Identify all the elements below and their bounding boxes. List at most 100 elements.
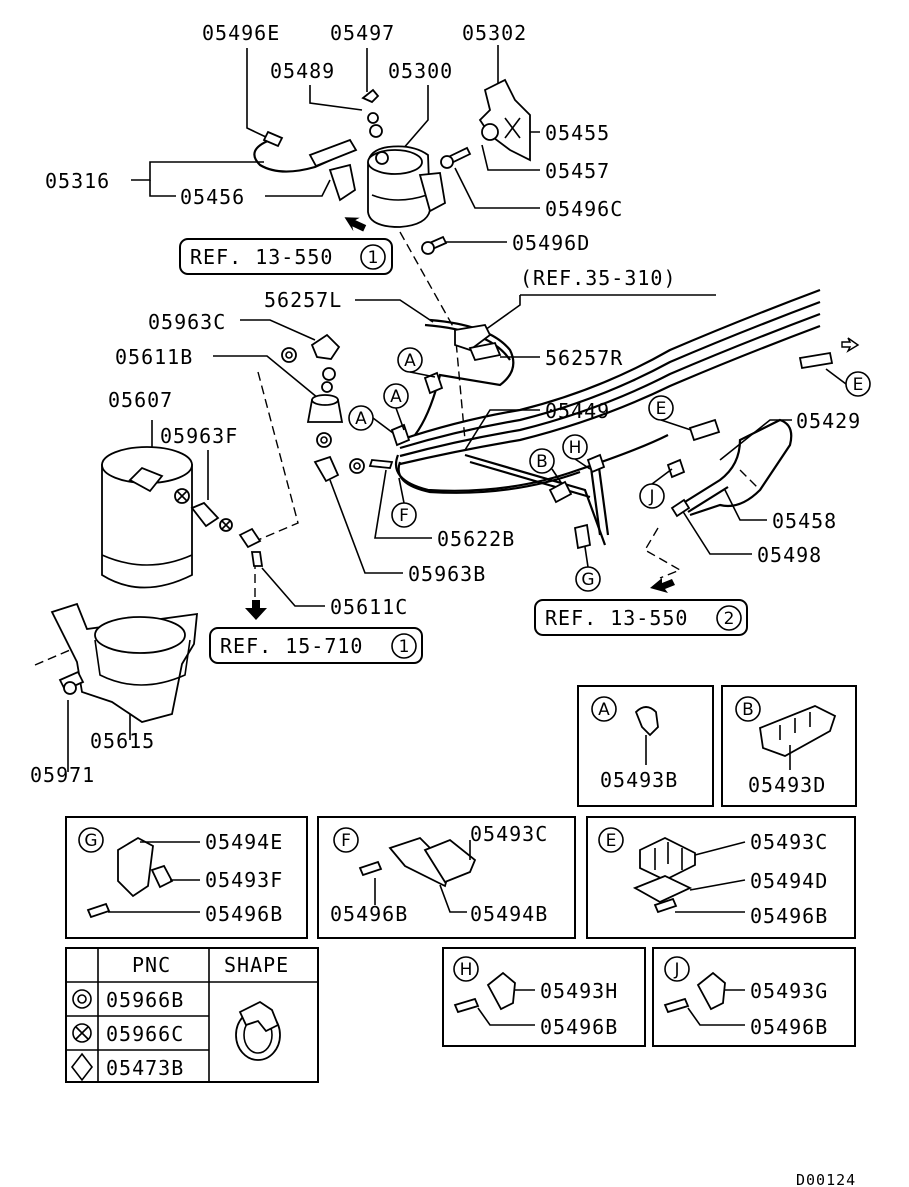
callout-05611B: 05611B [115,345,193,369]
callout-05302: 05302 [462,21,527,45]
detail-E-part-2: 05494D [750,869,828,893]
legend-pnc-3: 05473B [106,1056,184,1080]
ref-13-550-1-num: 1 [368,248,379,268]
circle-x-icon [72,1023,92,1043]
marker-G: G [581,570,594,590]
detail-E-letter: E [606,831,617,851]
marker-A2: A [390,387,402,407]
marker-A1: A [404,351,416,371]
diamond-icon [70,1052,94,1082]
legend-header-pnc: PNC [132,953,171,977]
detail-box-E[interactable]: E 05493C 05494D 05496B [586,816,856,939]
ref-box-15-710-1[interactable]: REF. 15-710 1 [209,627,423,664]
callout-05316: 05316 [45,169,110,193]
canister-05607 [101,446,264,589]
detail-H-part-2: 05496B [540,1015,618,1039]
bolt-05496B-icon [453,997,480,1014]
clamps-on-tubes [390,371,721,550]
detail-E-part-3: 05496B [750,904,828,928]
callout-05456: 05456 [180,185,245,209]
legend-pnc-1: 05966B [106,988,184,1012]
detail-E-part-1: 05493C [750,830,828,854]
bracket-05494E-icon [117,836,154,898]
detail-H-part-1: 05493H [540,979,618,1003]
pipe-05429 [670,418,793,518]
parts-05963-05611 [281,333,394,483]
marker-F: F [399,506,409,526]
detail-box-G[interactable]: G 05494E 05493F 05496B [65,816,308,939]
canister-05300 [361,88,446,228]
callout-05457: 05457 [545,159,610,183]
callout-56257R: 56257R [545,346,623,370]
bracket-05456 [328,163,357,202]
callout-05458: 05458 [772,509,837,533]
leader-lines-top [67,45,792,772]
callout-05963B: 05963B [408,562,486,586]
detail-J-letter: J [673,960,679,980]
legend-table: PNC SHAPE 05966B 05966C 05473B [65,947,319,1083]
detail-box-B[interactable]: B 05493D [721,685,857,807]
callout-05496E: 05496E [202,21,280,45]
callout-05971: 05971 [30,763,95,787]
callout-05455: 05455 [545,121,610,145]
clip-05493F-icon [150,864,174,889]
detail-J-part-1: 05493G [750,979,828,1003]
hose-clamp-icon [235,1000,281,1061]
clip-05493D-icon [759,705,837,757]
detail-B-letter: B [742,700,754,720]
ref-15-710-1-text: REF. 15-710 [220,634,363,658]
bracket-05302 [478,78,531,162]
detail-A-letter: A [598,700,610,720]
ref-13-550-2-text: REF. 13-550 [545,606,688,630]
down-arrow-icons [245,217,860,620]
ref-box-13-550-2[interactable]: REF. 13-550 2 [534,599,748,636]
callout-05497: 05497 [330,21,395,45]
marker-H: H [569,438,582,458]
callout-05615: 05615 [90,729,155,753]
clip-05493H-icon [486,971,516,1011]
footer-diagram-code: D00124 [796,1171,856,1187]
callout-05489: 05489 [270,59,335,83]
fuel-tubes [395,288,834,546]
callout-05622B: 05622B [437,527,515,551]
detail-box-A[interactable]: A 05493B [577,685,714,807]
ref-13-550-2-num: 2 [724,609,735,629]
detail-box-J[interactable]: J 05493G 05496B [652,947,856,1047]
callout-05963F: 05963F [160,424,238,448]
detail-box-H[interactable]: H 05493H 05496B [442,947,646,1047]
marker-A3: A [355,409,367,429]
callout-56257L: 56257L [264,288,342,312]
callout-05607: 05607 [108,388,173,412]
detail-F-letter: F [341,831,351,851]
callout-05498: 05498 [757,543,822,567]
legend-pnc-2: 05966C [106,1022,184,1046]
bolt-05496B-icon [86,902,111,919]
callout-05611C: 05611C [330,595,408,619]
callout-05300: 05300 [388,59,453,83]
detail-F-part-3: 05494B [470,902,548,926]
marker-B: B [536,452,548,472]
legend-header-shape: SHAPE [224,953,289,977]
bolt-05496B-icon [358,860,383,877]
detail-A-part-1: 05493B [600,768,678,792]
detail-B-part-1: 05493D [748,773,826,797]
hose-05316 [253,130,358,173]
detail-G-letter: G [84,831,97,851]
callout-05496C: 05496C [545,197,623,221]
bolt-05496B-icon [653,897,678,914]
detail-J-part-2: 05496B [750,1015,828,1039]
ref-box-13-550-1[interactable]: REF. 13-550 1 [179,238,393,275]
ref-13-550-1-text: REF. 13-550 [190,245,333,269]
detail-F-part-2: 05496B [330,902,408,926]
detail-G-part-3: 05496B [205,902,283,926]
detail-box-F[interactable]: F 05493C 05496B 05494B [317,816,576,939]
detail-H-letter: H [460,960,473,980]
marker-E2: E [656,399,667,419]
bracket-05615 [50,602,199,723]
bolt-05496B-icon [663,997,690,1014]
detail-G-part-2: 05493F [205,868,283,892]
callout-05429: 05429 [796,409,861,433]
clip-05493B-icon [634,706,659,737]
clip-05493C-icon [423,838,477,884]
marker-J: J [648,487,654,507]
